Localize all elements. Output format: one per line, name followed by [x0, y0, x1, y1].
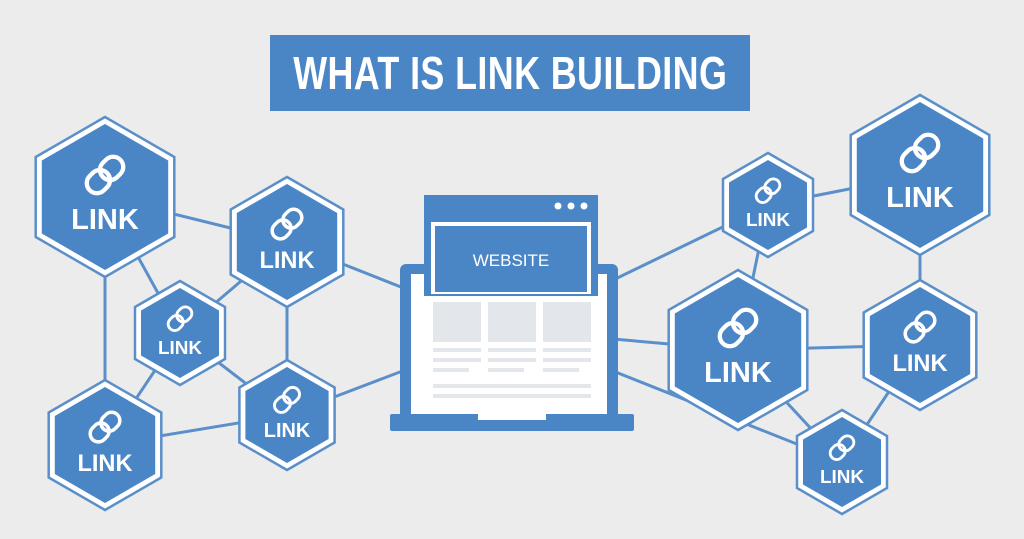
link-label: LINK: [820, 467, 864, 488]
hexagon-fill: [856, 102, 984, 248]
link-node-left-upper-mid: LINK: [229, 175, 345, 309]
hexagon-fill: [803, 417, 881, 507]
laptop-illustration: WEBSITE: [390, 195, 634, 431]
link-label: LINK: [158, 338, 202, 359]
hexagon-fill: [674, 277, 802, 423]
laptop-trackpad-notch: [478, 414, 546, 420]
content-columns: [433, 302, 591, 398]
website-banner: [435, 226, 587, 292]
window-dots-icon: [554, 202, 588, 210]
link-node-left-bottom: LINK: [47, 378, 163, 512]
laptop-base: [390, 414, 634, 431]
hexagon-fill: [869, 287, 971, 403]
link-label: LINK: [77, 451, 132, 477]
hexagon-fill: [245, 367, 329, 463]
link-label: LINK: [259, 248, 314, 274]
link-node-right-middle: LINK: [862, 278, 978, 412]
link-label: LINK: [264, 420, 311, 442]
laptop-screen: [411, 274, 607, 414]
link-nodes: LINK LINK LINK LINK LINK LINK LINK LINK LINK LINK: [34, 93, 991, 516]
link-node-right-center-large: LINK: [667, 268, 809, 432]
page-title: WHAT IS LINK BUILDING: [292, 47, 728, 99]
website-label: WEBSITE: [473, 251, 550, 270]
link-node-right-top-small: LINK: [721, 151, 815, 259]
link-label: LINK: [71, 204, 139, 236]
link-label: LINK: [746, 210, 790, 231]
link-label: LINK: [704, 357, 772, 389]
title-banner: WHAT IS LINK BUILDING: [270, 35, 750, 111]
link-node-left-lower-mid: LINK: [238, 358, 336, 472]
link-node-right-bottom-small: LINK: [795, 408, 889, 516]
link-node-left-top-large: LINK: [34, 115, 176, 279]
link-node-right-top-large: LINK: [849, 93, 991, 257]
link-node-left-center-small: LINK: [133, 279, 227, 387]
link-label: LINK: [892, 351, 947, 377]
hexagon-fill: [54, 387, 156, 503]
hexagon-fill: [729, 160, 807, 250]
hexagon-fill: [141, 288, 219, 378]
hexagon-fill: [41, 124, 169, 270]
link-label: LINK: [886, 182, 954, 214]
hexagon-fill: [236, 184, 338, 300]
